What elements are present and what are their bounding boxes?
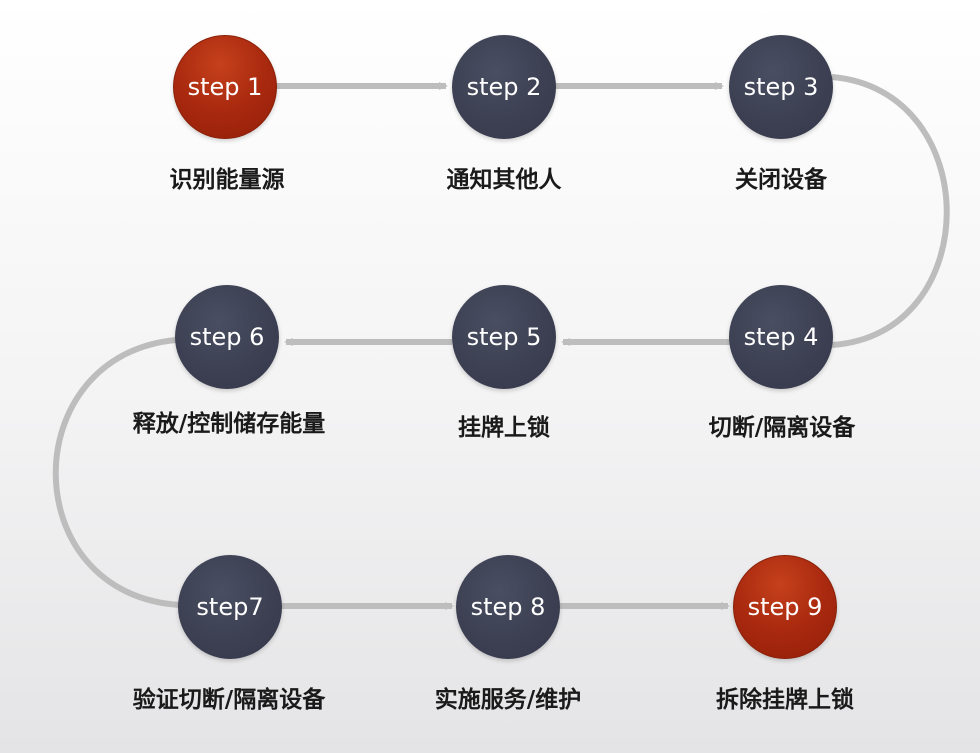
- step-3-text: step 3: [743, 73, 819, 101]
- step-8-node: step 8: [456, 555, 560, 659]
- step-4-text: step 4: [743, 323, 819, 351]
- step-4-node: step 4: [729, 285, 833, 389]
- step-2-label: 通知其他人: [446, 167, 562, 193]
- step-2-node: step 2: [452, 35, 556, 139]
- curve-step3-to-step4: [831, 74, 950, 348]
- step-4-label: 切断/隔离设备: [708, 415, 856, 441]
- step-7-node: step7: [178, 555, 282, 659]
- step-5-label: 挂牌上锁: [458, 415, 550, 441]
- step-3-label: 关闭设备: [735, 167, 827, 193]
- step-8-text: step 8: [470, 593, 546, 621]
- step-7-label: 验证切断/隔离设备: [132, 687, 326, 713]
- step-6-node: step 6: [175, 285, 279, 389]
- step-1-label: 识别能量源: [169, 167, 285, 193]
- step-8-label: 实施服务/维护: [434, 687, 582, 713]
- step-5-node: step 5: [452, 285, 556, 389]
- step-3-node: step 3: [729, 35, 833, 139]
- step-7-text: step7: [196, 593, 264, 621]
- step-5-text: step 5: [466, 323, 542, 351]
- step-9-node: step 9: [733, 555, 837, 659]
- curve-step6-to-step7: [52, 337, 181, 608]
- step-6-text: step 6: [189, 323, 265, 351]
- step-1-text: step 1: [187, 73, 263, 101]
- step-2-text: step 2: [466, 73, 542, 101]
- step-1-node: step 1: [173, 35, 277, 139]
- step-6-label: 释放/控制储存能量: [132, 411, 326, 437]
- step-9-label: 拆除挂牌上锁: [716, 687, 854, 713]
- step-9-text: step 9: [747, 593, 823, 621]
